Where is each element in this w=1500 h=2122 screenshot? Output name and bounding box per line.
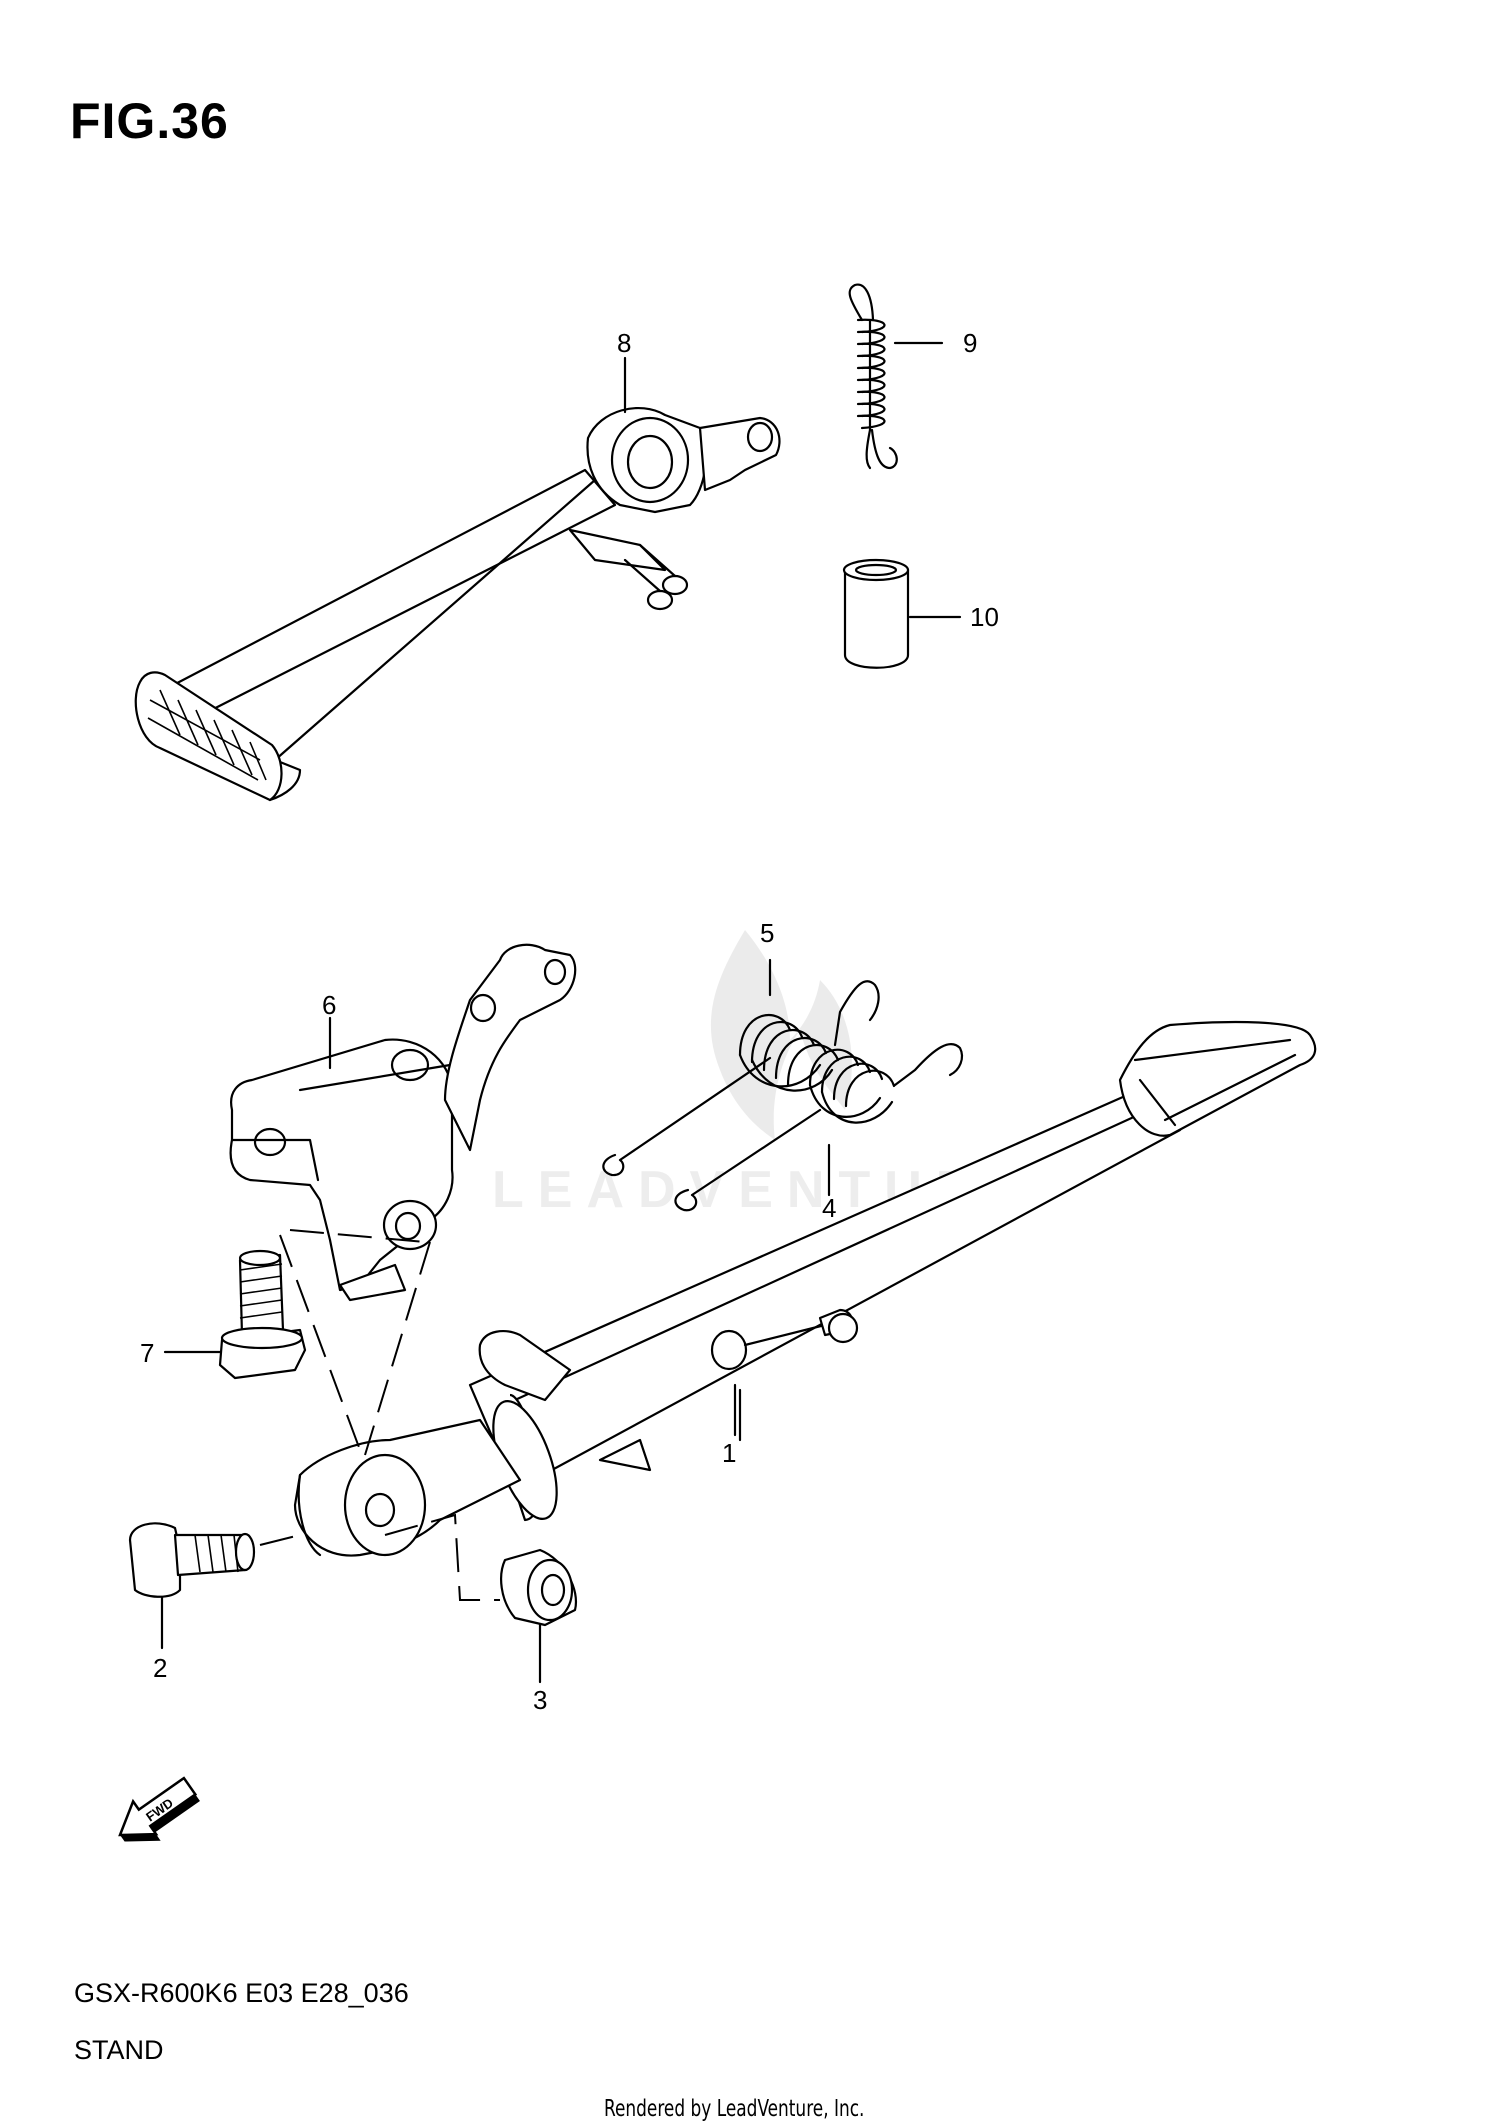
- callout-1[interactable]: 1: [722, 1438, 737, 1468]
- callout-3[interactable]: 3: [533, 1685, 548, 1715]
- pedal-spring-drawing: [848, 283, 944, 470]
- figure-title: FIG.36: [70, 93, 229, 149]
- brake-pedal-drawing: [134, 407, 781, 802]
- nut-drawing: [500, 1548, 578, 1684]
- callout-7[interactable]: 7: [140, 1338, 155, 1368]
- bracket-bolt-drawing: [163, 1249, 307, 1380]
- pedal-bushing-drawing: [842, 558, 962, 669]
- leader-lines: [328, 356, 737, 1437]
- callout-9[interactable]: 9: [963, 328, 978, 358]
- callout-2[interactable]: 2: [153, 1653, 168, 1683]
- side-stand-drawing: [293, 1020, 1317, 1557]
- watermark-logo: [710, 930, 852, 1140]
- callout-4[interactable]: 4: [822, 1193, 837, 1223]
- credit-line: Rendered by LeadVenture, Inc.: [604, 2096, 865, 2122]
- bracket-drawing: [229, 943, 577, 1302]
- section-name: STAND: [74, 2035, 164, 2065]
- callout-10[interactable]: 10: [970, 602, 999, 632]
- spring-inner-drawing: [674, 1043, 964, 1212]
- spring-outer-drawing: [602, 958, 880, 1177]
- assembly-guide-lines: [259, 1229, 500, 1601]
- stand-bolt-drawing: [128, 1522, 256, 1650]
- callout-5[interactable]: 5: [760, 918, 775, 948]
- model-code: GSX-R600K6 E03 E28_036: [74, 1978, 409, 2008]
- callout-6[interactable]: 6: [322, 990, 337, 1020]
- fwd-arrow-icon: [118, 1776, 200, 1842]
- callout-8[interactable]: 8: [617, 328, 632, 358]
